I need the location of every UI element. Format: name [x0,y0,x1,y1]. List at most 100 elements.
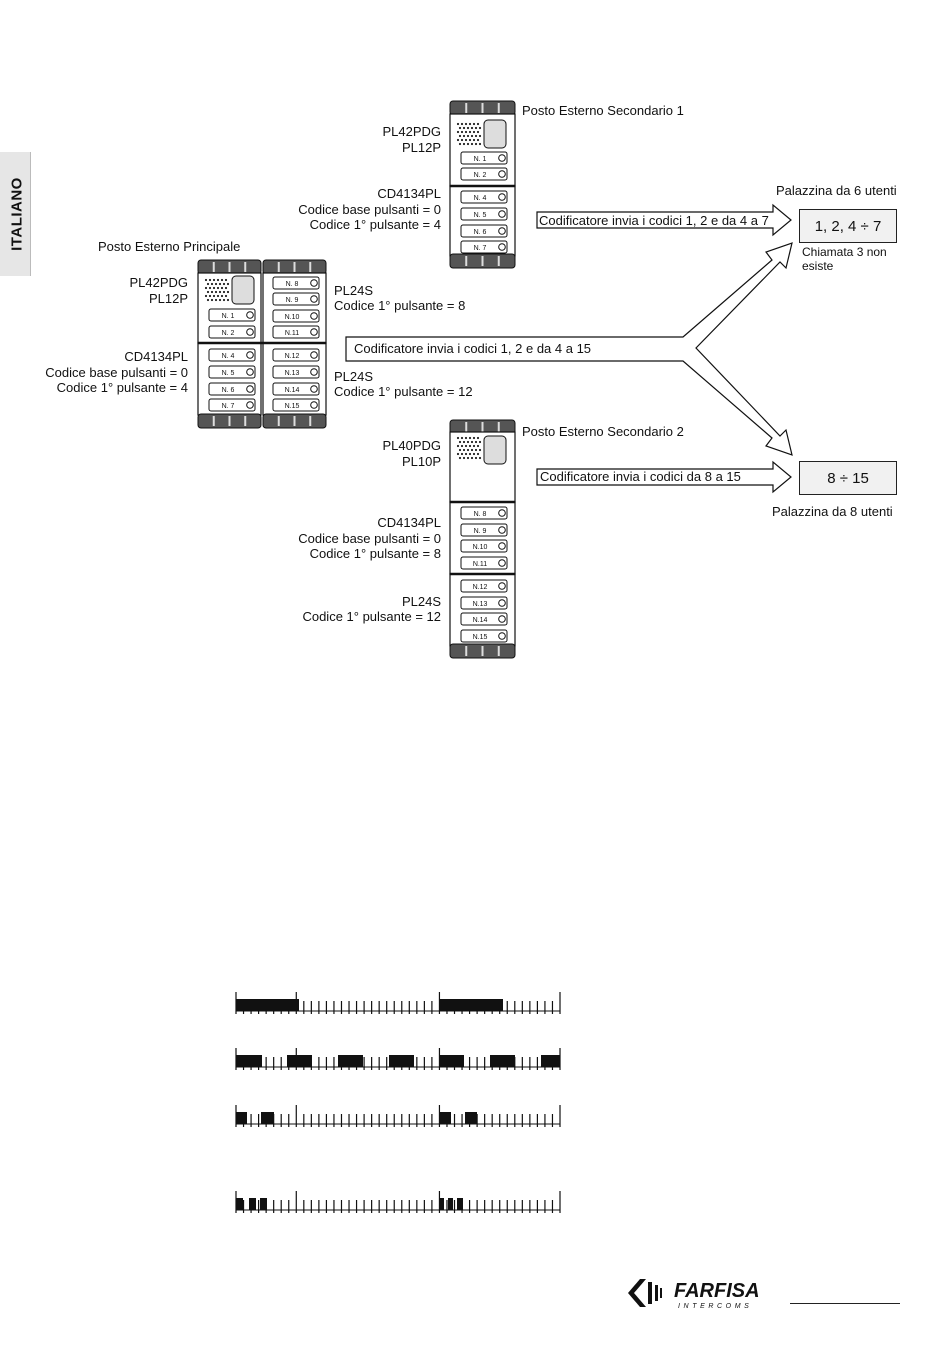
secondary-2-speaker-grill [456,436,482,460]
button-label: N.10 [473,544,488,551]
timing-pulse [448,1198,453,1210]
secondary-1-bottom-cap [449,253,516,269]
main-camera [231,275,255,305]
secondary-2-button: N.10 [460,539,508,553]
building-8-box: 8 ÷ 15 [799,461,897,495]
building-6-box: 1, 2, 4 ÷ 7 [799,209,897,243]
main-right-button: N. 9 [272,292,320,306]
button-label: N.13 [285,370,300,377]
secondary-2-button: N. 8 [460,506,508,520]
main-left-top-cap [197,259,262,275]
building-8-title: Palazzina da 8 utenti [772,504,893,519]
secondary-2-button: N.11 [460,556,508,570]
main-base-code: Codice base pulsanti = 0 [45,365,188,380]
button-label: N. 5 [222,370,235,377]
timing-pulse [236,999,299,1011]
secondary-1-first-code: Codice 1° pulsante = 4 [309,217,441,232]
timing-pulse [338,1055,363,1067]
main-left-button: N. 2 [208,325,256,339]
main-left-button: N. 5 [208,365,256,379]
button-label: N. 6 [474,229,487,236]
button-label: N.10 [285,314,300,321]
button-label: N.11 [285,330,299,337]
building-6-note-2: esiste [802,259,834,273]
main-speaker-grill [204,278,230,302]
secondary-1-button: N. 7 [460,240,508,254]
building-6-note-1: Chiamata 3 non [802,245,887,259]
timing-pulse [541,1055,560,1067]
side-tab: ITALIANO [0,152,31,276]
main-left-bottom-cap [197,413,262,429]
secondary-2-camera [483,435,507,465]
secondary-2-button: N.15 [460,629,508,643]
arrow-main-split [345,242,793,456]
timing-pulse [439,1055,464,1067]
secondary-2-ext-code: Codice 1° pulsante = 12 [302,609,441,624]
timing-row [235,1105,561,1127]
main-ext-1-code: Codice 1° pulsante = 8 [334,298,466,313]
button-label: N. 2 [222,330,235,337]
timing-pulse [236,1112,247,1124]
timing-pulse [439,999,503,1011]
secondary-2-base-code: Codice base pulsanti = 0 [298,531,441,546]
button-label: N. 7 [222,403,235,410]
timing-pulse [261,1112,274,1124]
main-model: PL42PDG [129,275,188,290]
button-label: N. 7 [474,245,487,252]
timing-pulse [465,1112,477,1124]
timing-row [235,1048,561,1070]
arrow-secondary-1 [536,203,792,237]
main-left-button: N. 6 [208,382,256,396]
button-label: N.12 [285,353,300,360]
button-label: N. 9 [286,297,299,304]
main-right-button: N.13 [272,365,320,379]
secondary-1-button: N. 1 [460,151,508,165]
secondary-1-base-code: Codice base pulsanti = 0 [298,202,441,217]
button-label: N. 4 [222,353,235,360]
secondary-1-button: N. 5 [460,207,508,221]
building-6-value: 1, 2, 4 ÷ 7 [814,217,882,235]
main-arrow-text: Codificatore invia i codici 1, 2 e da 4 … [354,341,592,356]
button-label: N.14 [473,617,488,624]
secondary-2-first-code: Codice 1° pulsante = 8 [309,546,441,561]
main-right-button: N.14 [272,382,320,396]
button-label: N. 5 [474,212,487,219]
timing-pulse [260,1198,267,1210]
button-label: N.13 [473,601,488,608]
secondary-2-button: N.13 [460,596,508,610]
footer-rule [790,1303,900,1304]
logo-sub: INTERCOMS [678,1303,752,1310]
main-panel-title: Posto Esterno Principale [98,239,241,254]
secondary-2-module: PL10P [401,454,441,469]
timing-pulse [457,1198,463,1210]
secondary-1-speaker-grill [456,122,482,146]
main-right-button: N.10 [272,309,320,323]
secondary-2-title: Posto Esterno Secondario 2 [522,424,684,439]
secondary-2-model: PL40PDG [382,438,441,453]
main-ext-2: PL24S [334,369,374,384]
secondary-1-button: N. 4 [460,190,508,204]
building-6-title: Palazzina da 6 utenti [776,183,897,198]
timing-pulse [490,1055,515,1067]
secondary-2-encoder: CD4134PL [377,515,441,530]
timing-pulse [236,1198,243,1210]
button-label: N. 1 [474,156,487,163]
button-label: N. 8 [286,281,299,288]
secondary-2-button: N. 9 [460,523,508,537]
main-right-button: N.15 [272,398,320,412]
button-label: N.11 [473,561,487,568]
main-right-top-cap [262,259,327,275]
button-label: N.14 [285,387,300,394]
button-label: N. 4 [474,195,487,202]
building-8-value: 8 ÷ 15 [827,469,869,487]
main-right-bottom-cap [262,413,327,429]
secondary-2-bottom-cap [449,643,516,659]
secondary-2-arrow-text: Codificatore invia i codici da 8 a 15 [540,469,741,484]
button-label: N.12 [473,584,488,591]
main-right-button: N.12 [272,348,320,362]
timing-pulse [389,1055,414,1067]
button-label: N. 8 [474,511,487,518]
timing-pulse [287,1055,312,1067]
secondary-1-title: Posto Esterno Secondario 1 [522,103,684,118]
arrow-secondary-2 [536,460,792,494]
